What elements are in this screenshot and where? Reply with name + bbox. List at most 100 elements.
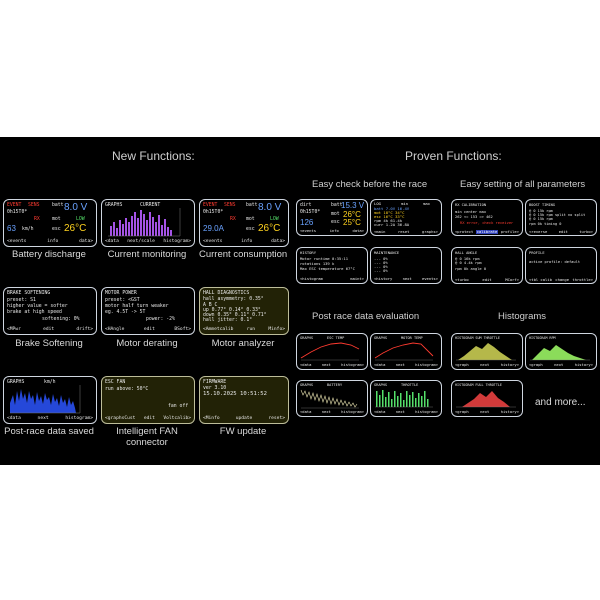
- next-button[interactable]: next: [480, 362, 490, 368]
- screen-fw-update: FIRMWARE ver 3.10 15.10.2025 10:51:52 <M…: [199, 376, 289, 424]
- footer: <main reset graphs>: [374, 228, 438, 234]
- history-button[interactable]: <history: [374, 276, 393, 282]
- change-button[interactable]: change: [555, 276, 569, 282]
- data-button[interactable]: data>: [271, 239, 285, 245]
- edit-button[interactable]: edit: [143, 327, 155, 333]
- turbo-button[interactable]: turbo>: [579, 228, 593, 234]
- next-button[interactable]: next: [395, 409, 405, 415]
- ammetcalib-button[interactable]: <Ammetcalib: [203, 327, 234, 333]
- histogram-button[interactable]: histogram>: [341, 362, 364, 368]
- info-button[interactable]: info: [47, 239, 59, 245]
- edit-button[interactable]: edit: [482, 276, 492, 282]
- graph-button[interactable]: <graph: [529, 362, 543, 368]
- event-label: EVENT: [7, 203, 22, 208]
- histogram-button[interactable]: histogram>: [415, 409, 438, 415]
- next-button[interactable]: next: [37, 416, 49, 422]
- caption-battery-discharge: Battery discharge: [12, 249, 86, 260]
- info-line: brake at high speed: [7, 310, 62, 315]
- edit-button[interactable]: edit: [43, 327, 55, 333]
- screen-esc-temp-graph: GRAPHS ESC TEMP <data next histogram>: [296, 333, 368, 370]
- reset-button[interactable]: reset>: [268, 416, 285, 422]
- edit-button[interactable]: edit: [558, 228, 568, 234]
- data-button[interactable]: <data: [374, 362, 386, 368]
- histogram-button[interactable]: <histogram: [300, 276, 323, 282]
- data-button[interactable]: <data: [300, 362, 312, 368]
- calibrate-button[interactable]: calibrate: [475, 228, 499, 234]
- history-button[interactable]: history>: [500, 409, 519, 415]
- voltcalib-button[interactable]: Voltcalib>: [163, 416, 191, 422]
- next-button[interactable]: next: [402, 276, 412, 282]
- fan-status: fan off: [168, 404, 189, 409]
- reverse-button[interactable]: <reverse: [529, 228, 548, 234]
- data-button[interactable]: <data: [374, 409, 386, 415]
- graphs-label: GRAPHS: [374, 336, 387, 340]
- minfo-button[interactable]: <Minfo: [203, 416, 220, 422]
- screen-intelligent-fan: ESC FAN run above: 50°C fan off <graphsC…: [101, 376, 195, 424]
- graphs-button[interactable]: graphs>: [421, 228, 438, 234]
- mpwr-button[interactable]: <MPwr: [7, 327, 21, 333]
- hangle-button[interactable]: <HAngle: [105, 327, 125, 333]
- caption-post-race-data: Post-race data saved: [4, 426, 94, 437]
- events-button[interactable]: <events: [203, 239, 223, 245]
- events-button[interactable]: <events: [7, 239, 27, 245]
- throttle-button[interactable]: throttle>: [572, 276, 593, 282]
- screen-current-monitoring: GRAPHS CURRENT <data next/scale histogra…: [101, 199, 195, 247]
- info-button[interactable]: info: [329, 228, 339, 234]
- data-button[interactable]: <data: [7, 416, 21, 422]
- footer: <data next histogram>: [374, 362, 438, 368]
- sens-label: SENS: [224, 203, 236, 208]
- main-button[interactable]: <main: [374, 228, 386, 234]
- bsoft-button[interactable]: BSoft>: [174, 327, 191, 333]
- next-scale-button[interactable]: next/scale: [127, 239, 155, 245]
- caption-brake-softening: Brake Softening: [15, 338, 83, 349]
- history-button[interactable]: history>: [574, 362, 593, 368]
- data-button[interactable]: data>: [352, 228, 364, 234]
- screen-histogram-full-throttle: HISTOGRAM FULL THROTTLE <graph next hist…: [451, 380, 523, 417]
- edit-button[interactable]: edit: [143, 416, 155, 422]
- low-label: LOW: [270, 217, 279, 222]
- protect-button[interactable]: <protect: [455, 228, 474, 234]
- info-line: higher value = softer: [7, 304, 68, 309]
- graphscust-button[interactable]: <graphsCust: [105, 416, 136, 422]
- data-button[interactable]: <data: [105, 239, 119, 245]
- speed-value: 126: [300, 218, 314, 227]
- next-button[interactable]: next: [321, 362, 331, 368]
- histogram-button[interactable]: histogram>: [163, 239, 191, 245]
- profile-button[interactable]: profile>: [500, 228, 519, 234]
- reset-button[interactable]: reset: [397, 228, 410, 234]
- next-button[interactable]: next: [480, 409, 490, 415]
- run-button[interactable]: run: [246, 327, 256, 333]
- data-button[interactable]: data>: [79, 239, 93, 245]
- footer: <reverse edit turbo>: [529, 228, 593, 234]
- maint-button[interactable]: maint>: [350, 276, 364, 282]
- tbl-calib-button[interactable]: <tbl calib: [529, 276, 552, 282]
- and-more-label: and more...: [535, 397, 586, 408]
- graph-button[interactable]: <graph: [455, 362, 469, 368]
- current-value: 29.0A: [203, 224, 224, 233]
- footer: <histogram maint>: [300, 277, 364, 282]
- current-label: CURRENT: [140, 203, 161, 208]
- esc-label: esc: [331, 220, 340, 225]
- histogram-button[interactable]: histogram>: [65, 416, 93, 422]
- drift-button[interactable]: drift>: [76, 327, 93, 333]
- mcorf-button[interactable]: MCorf>: [505, 276, 519, 282]
- next-button[interactable]: next: [554, 362, 564, 368]
- events-button[interactable]: events>: [421, 276, 438, 282]
- histogram-button[interactable]: histogram>: [415, 362, 438, 368]
- screen-motor-temp-graph: GRAPHS MOTOR TEMP <data next histogram>: [370, 333, 442, 370]
- screen-histogram-sum-throttle: HISTOGRAM SUM THROTTLE <graph next histo…: [451, 333, 523, 370]
- events-button[interactable]: <events: [300, 228, 317, 234]
- turbo-button[interactable]: <turbo: [455, 276, 469, 282]
- info-button[interactable]: info: [241, 239, 253, 245]
- minfo-button[interactable]: Minfo>: [268, 327, 285, 333]
- next-button[interactable]: next: [395, 362, 405, 368]
- history-button[interactable]: history>: [500, 362, 519, 368]
- histogram-button[interactable]: histogram>: [341, 409, 364, 415]
- footer: <graphsCust edit Voltcalib>: [105, 416, 191, 422]
- data-button[interactable]: <data: [300, 409, 312, 415]
- update-button[interactable]: update: [235, 416, 253, 422]
- next-button[interactable]: next: [321, 409, 331, 415]
- throttle-bars: [375, 390, 433, 408]
- graph-button[interactable]: <graph: [455, 409, 469, 415]
- preset-line: preset: S1: [7, 298, 36, 303]
